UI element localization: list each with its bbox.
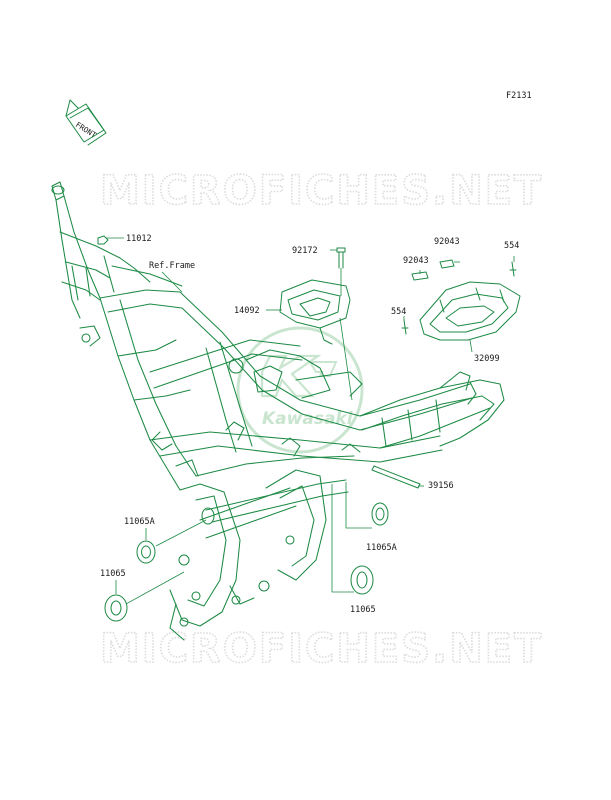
part-554-left <box>401 316 409 335</box>
part-11065-left <box>104 571 185 622</box>
part-32099 <box>419 281 521 353</box>
part-39156 <box>371 465 424 489</box>
label-11065A-right: 11065A <box>366 543 397 553</box>
part-92043-lower <box>411 270 429 281</box>
part-11065-right <box>331 484 374 595</box>
part-92172 <box>330 247 346 296</box>
watermark-bottom: MICROFICHES.NET <box>100 626 543 672</box>
part-11012 <box>97 235 124 245</box>
label-554-left: 554 <box>391 307 406 317</box>
frame <box>51 181 505 641</box>
label-ref-frame: Ref.Frame <box>149 261 195 271</box>
part-14092 <box>266 279 353 401</box>
ref-frame-leader <box>161 271 183 293</box>
label-92172: 92172 <box>292 246 318 256</box>
watermark-top: MICROFICHES.NET <box>100 168 543 214</box>
part-554-right <box>509 256 517 277</box>
front-label: FRONT <box>74 120 98 140</box>
label-14092: 14092 <box>234 306 260 316</box>
label-39156: 39156 <box>428 481 454 491</box>
part-11065A-right <box>345 482 389 529</box>
label-32099: 32099 <box>474 354 500 364</box>
label-11065-right: 11065 <box>350 605 376 615</box>
label-92043-lower: 92043 <box>403 256 429 266</box>
label-11012: 11012 <box>126 234 152 244</box>
label-11065A-left: 11065A <box>124 517 155 527</box>
kawasaki-logo: Kawasaki <box>236 326 364 454</box>
part-11065A-left <box>136 519 207 564</box>
figure-code: F2131 <box>506 91 532 101</box>
part-92043-upper <box>439 259 460 269</box>
logo-text: Kawasaki <box>262 409 354 429</box>
label-11065-left: 11065 <box>100 569 126 579</box>
front-arrow-icon: FRONT <box>65 99 107 146</box>
label-554-right: 554 <box>504 241 519 251</box>
label-92043-upper: 92043 <box>434 237 460 247</box>
